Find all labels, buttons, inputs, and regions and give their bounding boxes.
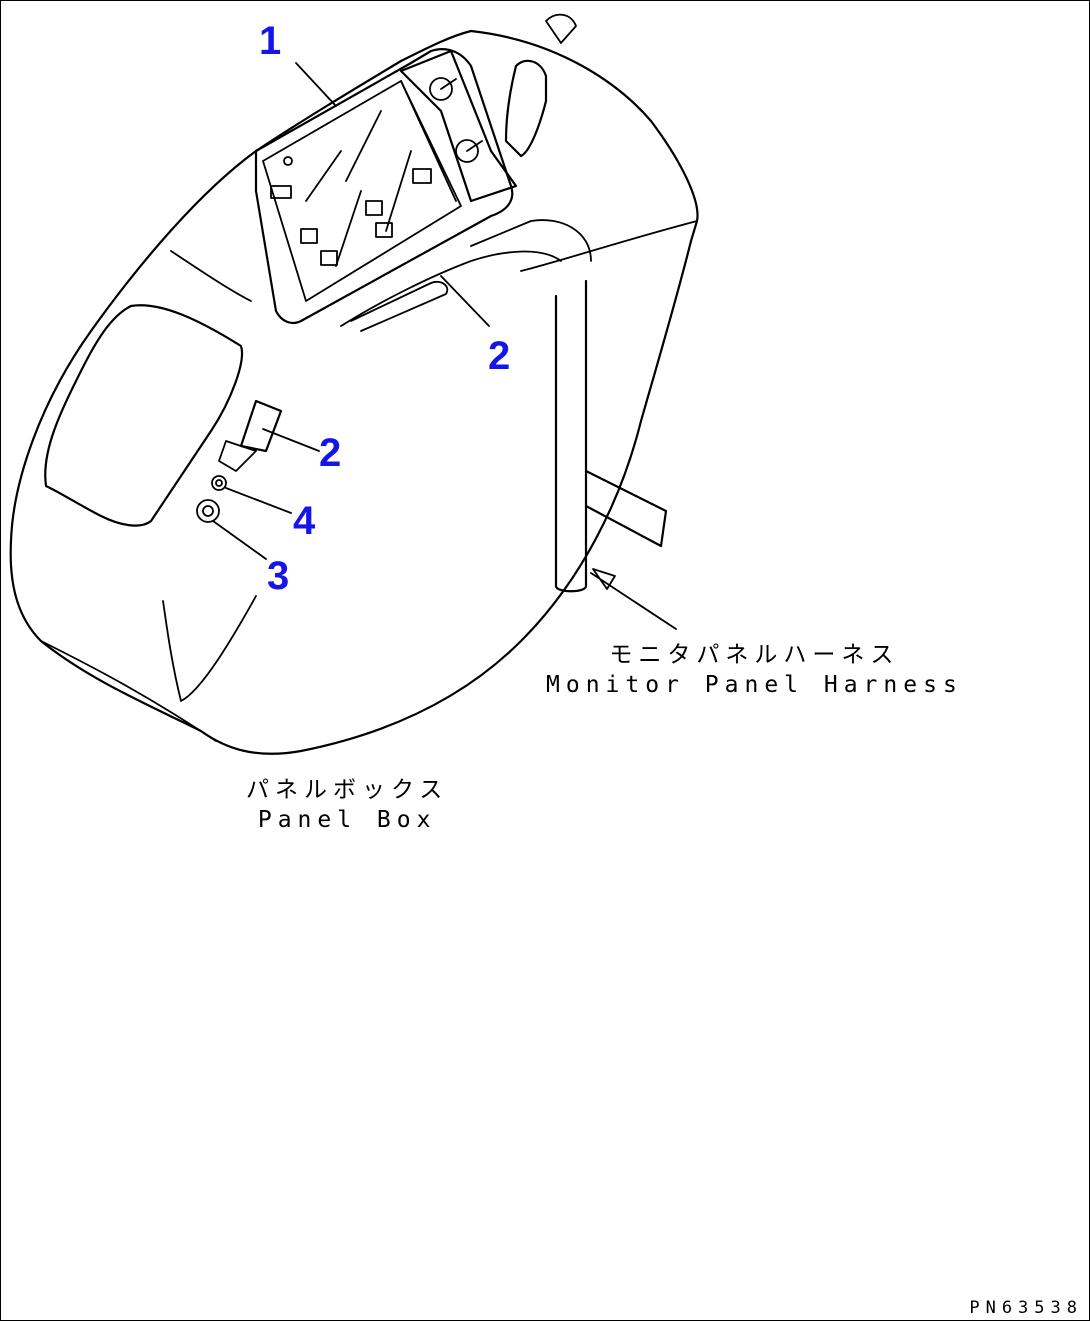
monitor-diagonal-d (335, 190, 362, 267)
callout-2-top: 2 (488, 334, 511, 378)
housing-top-edge (254, 29, 473, 153)
monitor-diagonal-c (385, 150, 412, 232)
monitor-button-c (365, 200, 383, 216)
nut-hole (202, 505, 214, 517)
leader-4 (225, 487, 292, 514)
leader-2-top (440, 275, 490, 327)
panel-box-label-jp: パネルボックス (246, 777, 449, 803)
panel-box-label-en: Panel Box (257, 806, 437, 833)
housing-inner-ridge (520, 220, 698, 272)
monitor-button-b (320, 250, 338, 266)
callout-3: 3 (267, 554, 290, 598)
housing-bottom-crease (40, 640, 217, 742)
callout-4: 4 (293, 499, 316, 543)
switch-lever-bottom (466, 140, 483, 152)
harness-label: モニタパネルハーネス Monitor Panel Harness (546, 641, 963, 701)
panel-mount-slot (350, 281, 449, 332)
nut (196, 499, 220, 523)
monitor-button-a (300, 228, 318, 244)
monitor-indicator-dot (283, 156, 293, 166)
switch-lever-top (440, 78, 457, 90)
switch-housing (399, 49, 518, 203)
monitor-button-e (412, 168, 432, 184)
housing-side-line (170, 250, 252, 302)
washer (211, 475, 227, 491)
harness-trunk (554, 279, 588, 593)
washer-hole (215, 479, 223, 487)
harness-branch (584, 469, 668, 548)
side-window-recess (44, 304, 244, 527)
monitor-panel (254, 48, 514, 325)
panel-box-label: パネルボックス Panel Box (246, 776, 448, 836)
panel-mount-rail (470, 219, 592, 262)
leader-2-mid (262, 428, 320, 452)
bracket-lower (239, 399, 283, 453)
switch-knob-bottom (455, 139, 479, 163)
harness-label-en: Monitor Panel Harness (546, 671, 963, 698)
bracket-lower-base (218, 440, 257, 472)
leader-3 (212, 520, 267, 560)
panel-mount-lip (340, 250, 562, 327)
monitor-diagonal-b (345, 110, 382, 182)
switch-knob-top (429, 77, 453, 101)
monitor-panel-face (262, 80, 462, 302)
monitor-indicator-box (270, 185, 292, 199)
leader-harness (590, 572, 677, 630)
drawing-number: PN63538 (969, 1298, 1083, 1318)
control-stalk (504, 59, 548, 158)
monitor-button-d (375, 222, 393, 238)
harness-label-jp: モニタパネルハーネス (609, 642, 900, 668)
leader-1 (295, 62, 337, 107)
stalk-key (545, 13, 577, 44)
monitor-panel-divider (400, 80, 457, 202)
panel-box-housing (9, 29, 699, 755)
callout-1: 1 (259, 19, 282, 63)
callout-2-mid: 2 (319, 431, 342, 475)
leader-harness-arrow (592, 568, 616, 590)
monitor-diagonal-a (305, 150, 342, 202)
housing-left-panel (162, 595, 257, 702)
